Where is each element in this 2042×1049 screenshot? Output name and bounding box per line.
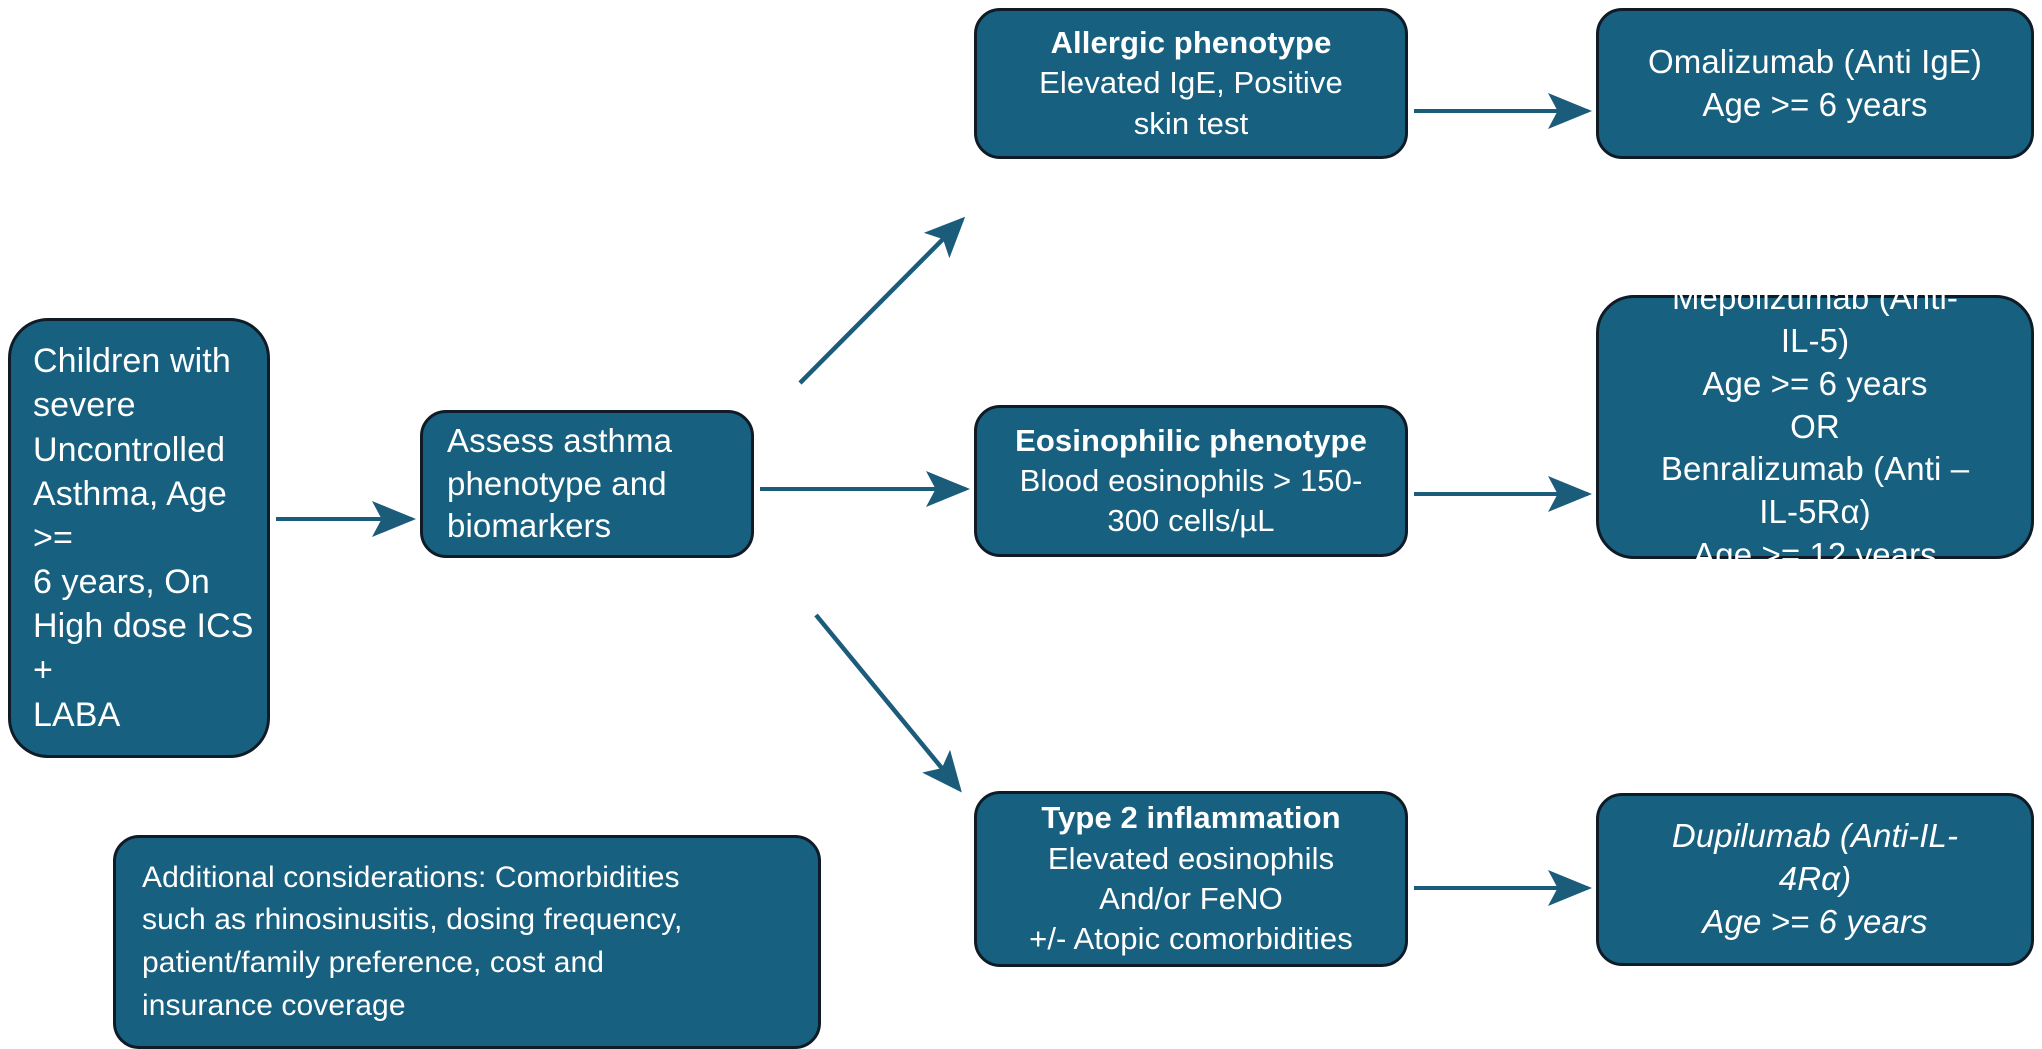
- dupilumab-treatment-node[interactable]: Dupilumab (Anti-IL- 4Rα) Age >= 6 years: [1596, 793, 2034, 966]
- mepolizumab-line-4: OR: [1790, 407, 1840, 445]
- omalizumab-line-2: Age >= 6 years: [1702, 85, 1928, 123]
- source-line-7: LABA: [33, 695, 121, 734]
- allergic-phenotype-node[interactable]: Allergic phenotype Elevated IgE, Positiv…: [974, 8, 1408, 159]
- source-line-4: Asthma, Age >=: [33, 474, 227, 557]
- type2-line-2: And/or FeNO: [1099, 881, 1283, 916]
- eosinophilic-line-1: Blood eosinophils > 150-: [1019, 462, 1363, 498]
- source-line-6: High dose ICS +: [33, 607, 254, 690]
- mepolizumab-line-2: IL-5): [1780, 321, 1850, 359]
- allergic-line-2: skin test: [1133, 105, 1249, 141]
- eosinophilic-phenotype-node[interactable]: Eosinophilic phenotype Blood eosinophils…: [974, 405, 1408, 557]
- extra-line-4: insurance coverage: [142, 988, 406, 1022]
- assess-phenotype-node[interactable]: Assess asthma phenotype and biomarkers: [420, 410, 754, 558]
- eosinophilic-line-2: 300 cells/µL: [1107, 503, 1275, 539]
- omalizumab-treatment-node[interactable]: Omalizumab (Anti IgE) Age >= 6 years: [1596, 8, 2034, 159]
- additional-considerations-node[interactable]: Additional considerations: Comorbidities…: [113, 835, 821, 1049]
- mepolizumab-line-5: Benralizumab (Anti –: [1660, 450, 1970, 488]
- source-line-3: Uncontrolled: [33, 430, 226, 469]
- mepolizumab-benralizumab-treatment-node[interactable]: Mepolizumab (Anti- IL-5) Age >= 6 years …: [1596, 279, 2034, 573]
- eosinophilic-header: Eosinophilic phenotype: [1015, 422, 1367, 458]
- type2-line-3: +/- Atopic comorbidities: [1029, 921, 1353, 957]
- extra-line-3: patient/family preference, cost and: [142, 946, 605, 979]
- mepolizumab-line-6: IL-5Rα): [1759, 493, 1871, 531]
- omalizumab-line-1: Omalizumab (Anti IgE): [1647, 42, 1983, 80]
- edge-assess-to-allergic: [798, 216, 966, 385]
- assess-line-3: biomarkers: [447, 507, 612, 545]
- type-2-inflammation-node[interactable]: Type 2 inflammation Elevated eosinophils…: [974, 791, 1408, 967]
- source-line-5: 6 years, On: [33, 563, 210, 602]
- dupilumab-line-2: 4Rα): [1778, 860, 1852, 898]
- source-population-node[interactable]: Children with severe Uncontrolled Asthma…: [8, 318, 270, 758]
- assess-line-1: Assess asthma: [447, 421, 673, 459]
- extra-line-2: such as rhinosinusitis, dosing frequency…: [142, 903, 683, 937]
- source-line-1: Children with: [33, 342, 231, 381]
- dupilumab-line-3: Age >= 6 years: [1702, 902, 1928, 940]
- type2-line-1: Elevated eosinophils: [1047, 840, 1335, 876]
- edge-assess-to-type2: [814, 613, 962, 793]
- mepolizumab-line-7: Age >= 12 years: [1693, 536, 1937, 574]
- extra-line-1: Additional considerations: Comorbidities: [142, 860, 680, 894]
- mepolizumab-line-3: Age >= 6 years: [1702, 364, 1928, 402]
- assess-line-2: phenotype and: [447, 464, 667, 502]
- dupilumab-line-1: Dupilumab (Anti-IL-: [1671, 817, 1959, 855]
- allergic-header: Allergic phenotype: [1050, 25, 1332, 61]
- type2-header: Type 2 inflammation: [1041, 800, 1341, 836]
- mepolizumab-line-1: Mepolizumab (Anti-: [1671, 278, 1959, 316]
- source-line-2: severe: [33, 386, 136, 425]
- allergic-line-1: Elevated IgE, Positive: [1039, 65, 1343, 101]
